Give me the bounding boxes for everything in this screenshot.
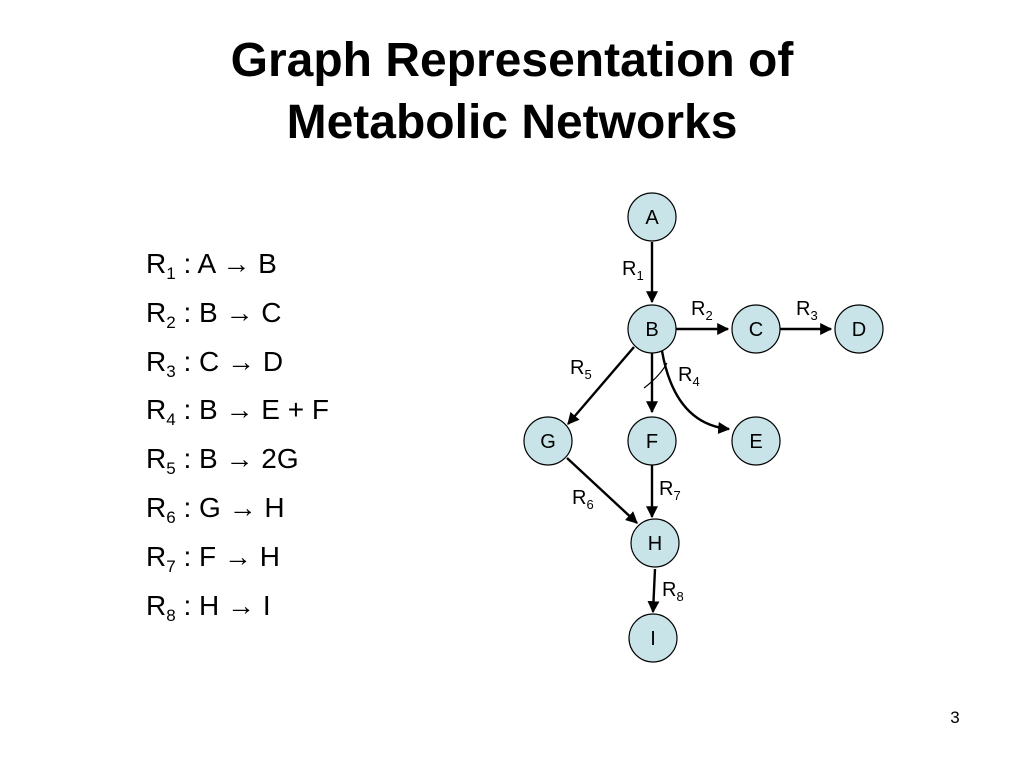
reaction-name: R [146,296,167,328]
edge-label-r1: R1 [622,258,644,283]
edge-label-index: 3 [810,308,817,323]
edge-r6 [566,457,638,524]
node-g-label: G [540,431,556,453]
node-a-circle [627,192,677,242]
reaction-list: R1 : A → B R2 : B → C R3 : C → D R4 : B … [146,240,329,630]
reaction-item: R7 : F → H [146,533,329,582]
node-e-label: E [749,431,762,453]
reaction-index: 2 [166,312,176,332]
reaction-name: R [146,443,167,475]
node-h: H [630,518,680,568]
edge-label-name: R [662,579,676,601]
node-f-label: F [646,431,658,453]
reaction-index: 3 [166,361,176,381]
edge-label-index: 1 [636,268,643,283]
node-a-label: A [645,207,659,229]
edge-label-r3: R3 [796,298,818,323]
node-e: E [731,416,781,466]
reaction-index: 5 [166,459,176,479]
reaction-index: 6 [166,507,176,527]
node-c: C [731,304,781,354]
edge-label-index: 4 [692,374,699,389]
reaction-index: 4 [166,410,176,430]
node-d-circle [834,304,884,354]
node-d: D [834,304,884,354]
reaction-index: 8 [166,605,176,625]
reaction-equation: : G → H [175,491,285,523]
edge-label-name: R [622,258,636,280]
node-i: I [628,613,678,663]
edge-r5 [567,346,635,425]
edge-label-index: 2 [705,308,712,323]
node-g-circle [523,416,573,466]
edge-label-index: 6 [586,497,593,512]
reaction-index: 1 [166,264,176,283]
node-c-circle [731,304,781,354]
edge-label-r7: R7 [659,478,681,503]
reaction-equation: : B → E + F [175,394,329,426]
reaction-item: R6 : G → H [146,484,329,533]
edge-label-index: 7 [673,488,680,503]
edge-r4-to-e [660,350,731,434]
reaction-item: R1 : A → B [146,240,329,289]
edge-label-name: R [570,357,584,379]
reaction-equation: : H → I [175,589,271,621]
reaction-index: 7 [166,556,176,576]
edge-label-r4: R4 [678,364,700,389]
reaction-name: R [146,394,167,426]
edge-label-r6: R6 [572,487,594,512]
node-f: F [627,416,677,466]
edge-label-name: R [659,478,673,500]
slide-title: Graph Representation of Metabolic Networ… [0,30,1024,154]
reaction-equation: : A → B [175,248,277,279]
reaction-item: R3 : C → D [146,338,329,387]
edge-label-name: R [796,298,810,320]
reaction-name: R [146,248,167,279]
edge-label-name: R [691,298,705,320]
edge-r8 [647,568,660,614]
node-e-circle [731,416,781,466]
node-h-label: H [648,533,662,555]
edge-label-r2: R2 [691,298,713,323]
reaction-item: R4 : B → E + F [146,386,329,435]
node-i-circle [628,613,678,663]
reaction-equation: : B → 2G [175,443,299,475]
reaction-equation: : B → C [175,296,282,328]
node-b-label: B [645,319,658,341]
reaction-name: R [146,491,167,523]
edge-label-name: R [678,364,692,386]
node-i-label: I [650,628,656,650]
reaction-item: R2 : B → C [146,289,329,338]
reaction-item: R8 : H → I [146,582,329,631]
node-b-circle [627,304,677,354]
reaction-equation: : C → D [175,345,284,377]
edge-label-name: R [572,487,586,509]
reaction-name: R [146,345,167,377]
node-g: G [523,416,573,466]
reaction-item: R5 : B → 2G [146,435,329,484]
node-f-circle [627,416,677,466]
slide-title-line-1: Graph Representation of [230,34,794,87]
edge-label-index: 5 [584,367,591,382]
node-c-label: C [749,319,763,341]
page-number: 3 [950,708,960,727]
node-h-circle [630,518,680,568]
reaction-equation: : F → H [175,540,280,572]
edge-r4-tick [643,362,668,389]
edge-label-r5: R5 [570,357,592,382]
node-d-label: D [852,319,866,341]
edge-label-r8: R8 [662,579,684,604]
edge-label-index: 8 [676,589,683,604]
slide-title-line-2: Metabolic Networks [286,96,738,149]
node-b: B [627,304,677,354]
reaction-name: R [146,589,167,621]
node-a: A [627,192,677,242]
reaction-name: R [146,540,167,572]
